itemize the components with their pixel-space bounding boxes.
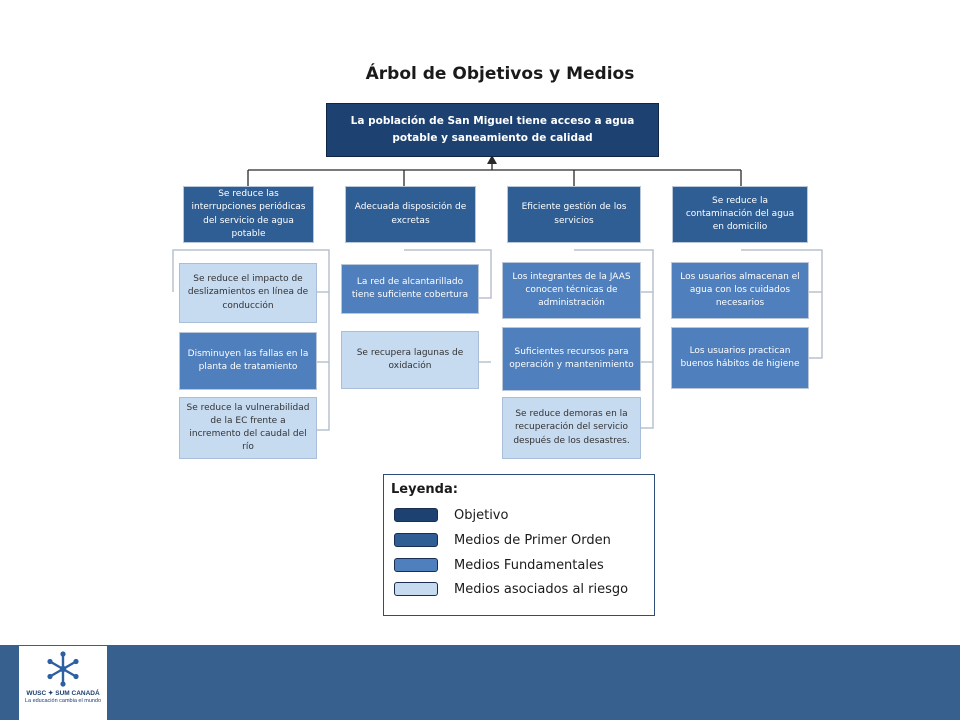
means-text: Los usuarios almacenan el agua con los c… [680,271,800,309]
logo-org-name: WUSC ✦ SUM CANADÁ [26,690,100,697]
means-text: Los integrantes de la JAAS conocen técni… [512,271,631,309]
means-box-3-1: Los integrantes de la JAAS conocen técni… [502,262,641,319]
legend-swatch [394,558,438,572]
first-order-box-1: Se reduce las interrupciones periódicas … [183,186,314,243]
means-text: Los usuarios practican buenos hábitos de… [680,345,800,369]
legend-label: Medios asociados al riesgo [454,581,629,597]
means-box-2-2: Se recupera lagunas de oxidación [341,331,479,389]
legend-label: Objetivo [454,507,509,523]
legend-label: Medios de Primer Orden [454,532,611,548]
objective-text: La población de San Miguel tiene acceso … [350,115,635,144]
legend-item-risk: Medios asociados al riesgo [394,580,628,598]
objective-box: La población de San Miguel tiene acceso … [326,103,659,157]
first-order-box-2: Adecuada disposición de excretas [345,186,476,243]
means-box-2-1: La red de alcantarillado tiene suficient… [341,264,479,314]
legend-item-first-order: Medios de Primer Orden [394,531,611,549]
legend-title: Leyenda: [391,482,458,497]
means-box-4-1: Los usuarios almacenan el agua con los c… [671,262,809,319]
means-text: Disminuyen las fallas en la planta de tr… [187,348,309,372]
wusc-logo: WUSC ✦ SUM CANADÁ La educación cambia el… [19,646,107,720]
means-text: Suficientes recursos para operación y ma… [509,346,634,370]
snowflake-icon [47,651,79,687]
legend-swatch [394,508,438,522]
first-order-text: Se reduce la contaminación del agua en d… [685,195,795,233]
means-box-1-3: Se reduce la vulnerabilidad de la EC fre… [179,397,317,459]
means-text: Se reduce la vulnerabilidad de la EC fre… [186,402,310,453]
footer-bar [0,645,960,720]
first-order-box-3: Eficiente gestión de los servicios [507,186,641,243]
legend-swatch [394,582,438,596]
diagram-title: Árbol de Objetivos y Medios [365,64,635,84]
means-text: Se recupera lagunas de oxidación [356,347,464,371]
means-box-1-1: Se reduce el impacto de deslizamientos e… [179,263,317,323]
legend-item-objective: Objetivo [394,506,508,524]
means-text: Se reduce el impacto de deslizamientos e… [187,274,309,311]
logo-tagline: La educación cambia el mundo [24,698,102,704]
legend-swatch [394,533,438,547]
means-text: La red de alcantarillado tiene suficient… [351,276,469,300]
legend-label: Medios Fundamentales [454,557,604,573]
first-order-text: Adecuada disposición de excretas [354,202,467,226]
first-order-text: Eficiente gestión de los servicios [521,202,627,226]
means-box-3-2: Suficientes recursos para operación y ma… [502,327,641,391]
first-order-box-4: Se reduce la contaminación del agua en d… [672,186,808,243]
legend: Leyenda: Objetivo Medios de Primer Orden… [383,474,655,616]
means-text: Se reduce demoras en la recuperación del… [513,409,630,446]
means-box-3-3: Se reduce demoras en la recuperación del… [502,397,641,459]
first-order-text: Se reduce las interrupciones periódicas … [191,189,306,239]
legend-item-fundamental: Medios Fundamentales [394,556,604,574]
means-box-4-2: Los usuarios practican buenos hábitos de… [671,327,809,389]
means-box-1-2: Disminuyen las fallas en la planta de tr… [179,332,317,390]
